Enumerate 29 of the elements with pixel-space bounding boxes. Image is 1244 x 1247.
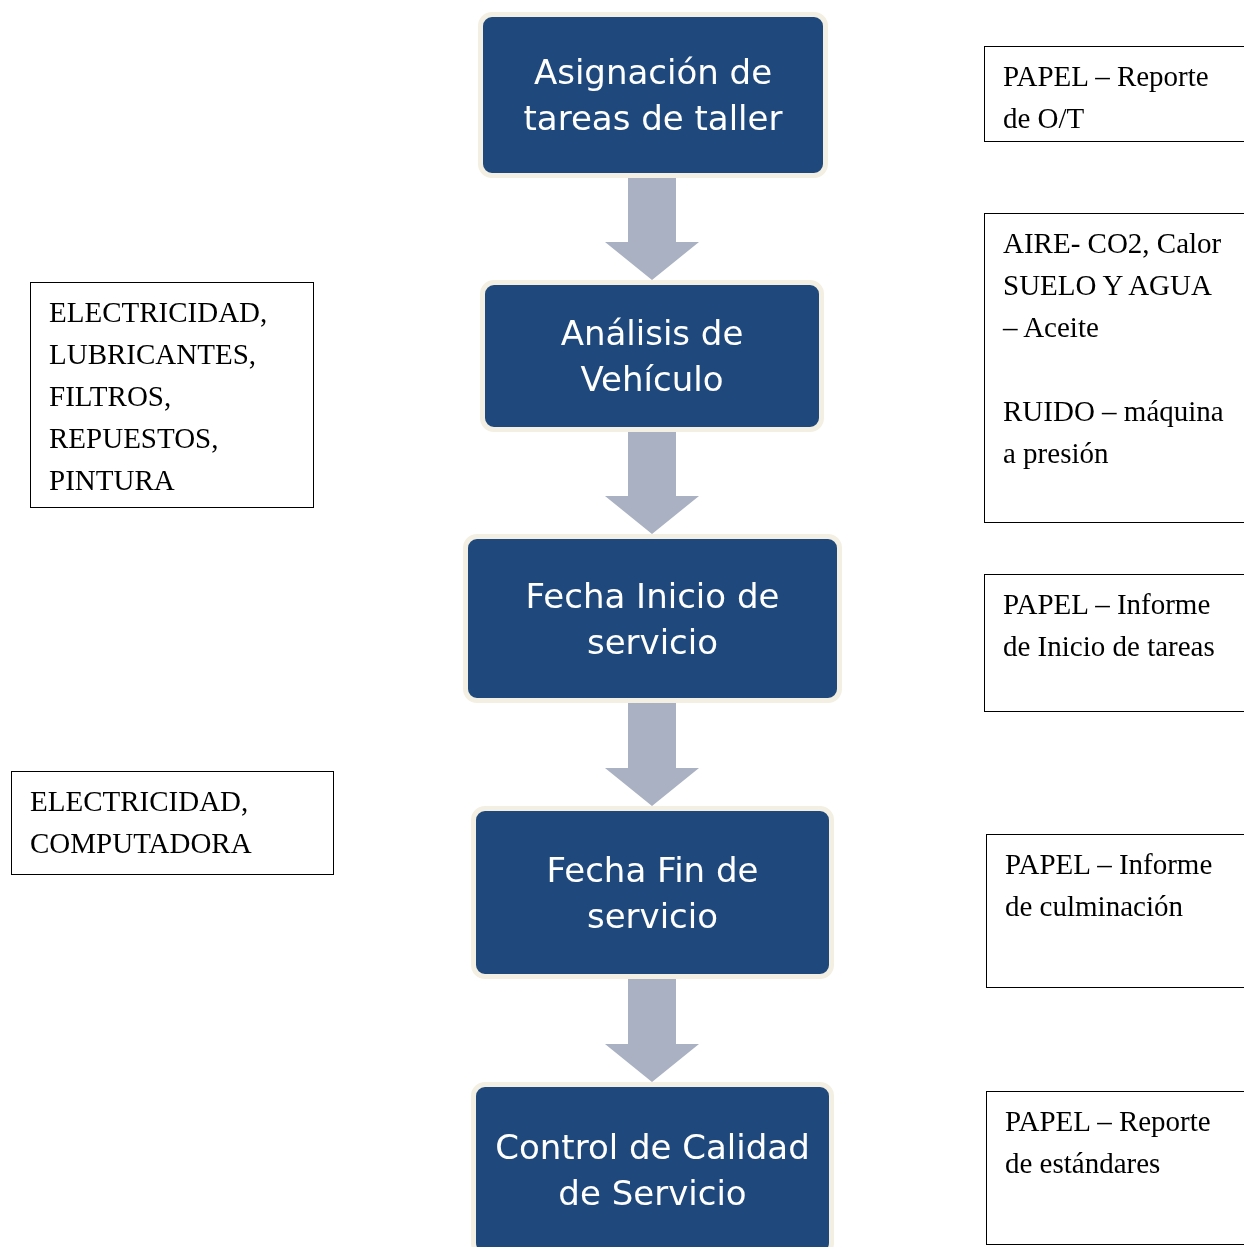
text-box [11, 771, 334, 875]
box-text: PAPEL – Reporte de estándares [1005, 1104, 1212, 1181]
text-box [986, 834, 1244, 988]
text-box [984, 46, 1244, 142]
process-box [471, 806, 834, 979]
box-text: Fecha Fin de servicio [545, 848, 760, 938]
box-text: PAPEL – Informe de Inicio de tareas [1003, 587, 1216, 664]
block-arrow [605, 178, 699, 280]
box-text: PAPEL – Informe de culminación [1005, 847, 1214, 924]
process-box [480, 280, 824, 432]
block-arrow [605, 979, 699, 1082]
text-box [30, 282, 314, 508]
text-box [984, 574, 1244, 712]
process-box [478, 12, 828, 178]
block-arrow [605, 703, 699, 806]
box-text: ELECTRICIDAD, COMPUTADORA [30, 784, 253, 861]
process-box [471, 1082, 834, 1247]
box-text: Análisis de Vehículo [559, 312, 745, 401]
text-box [984, 213, 1244, 523]
block-arrow [605, 432, 699, 534]
box-text: Asignación de tareas de taller [522, 51, 784, 140]
box-text: AIRE- CO2, Calor SUELO Y AGUA – Aceite [1003, 226, 1223, 345]
box-text: ELECTRICIDAD, LUBRICANTES, FILTROS, REPUESTOS, PINTURA [49, 295, 269, 498]
text-box [986, 1091, 1244, 1245]
process-box [463, 534, 842, 703]
box-text: RUIDO – máquina a presión [1003, 394, 1225, 471]
box-text: PAPEL – Reporte de O/T [1003, 59, 1210, 136]
box-text: Control de Calidad de Servicio [494, 1125, 811, 1215]
box-text: Fecha Inicio de servicio [524, 574, 781, 664]
